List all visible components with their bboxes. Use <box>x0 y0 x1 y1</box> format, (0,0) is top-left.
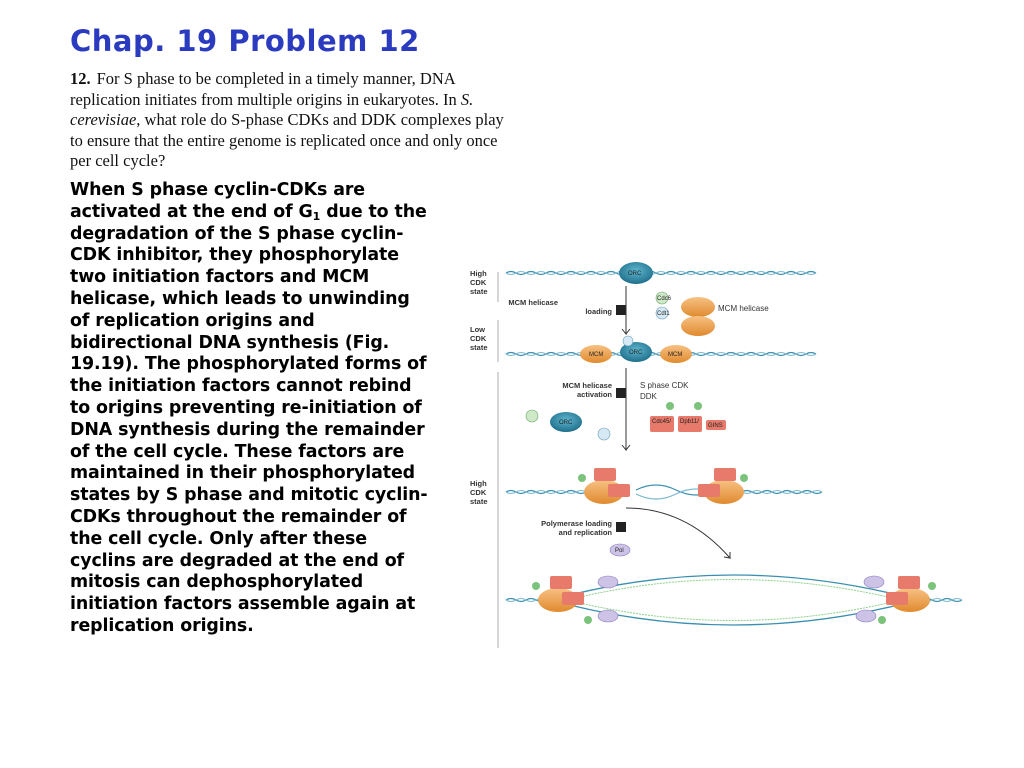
dna-strand <box>505 270 817 276</box>
mcm-shape <box>660 345 692 363</box>
orc-released <box>550 412 582 432</box>
answer-text: When S phase cyclin-CDKs are activated a… <box>70 180 432 638</box>
dna-strand <box>505 484 823 500</box>
slide-title: Chap. 19 Problem 12 <box>70 24 420 58</box>
mcm-label-left: MCM <box>589 352 603 358</box>
question-number: 12. <box>70 69 91 88</box>
phosphate-icon <box>878 616 886 624</box>
dpb11-sld2-box <box>608 484 630 497</box>
arrow-curve <box>625 507 732 559</box>
kinase-s-phase-cdk: S phase CDK <box>640 381 689 390</box>
state-high-1-line2: CDK <box>470 278 487 287</box>
orc-label: ORC <box>628 271 642 277</box>
polymerase-blob <box>609 543 631 557</box>
step1-number-box <box>616 305 626 315</box>
step3-number: 3 <box>619 526 623 532</box>
arrow-down <box>621 368 631 452</box>
answer-part2: due to the degradation of the S phase cy… <box>70 201 428 636</box>
phosphate-icon <box>666 402 674 410</box>
dpb11-sld2-box <box>678 416 702 432</box>
state-high-2-line3: state <box>470 497 488 506</box>
dpb11-sld2-box <box>562 592 584 605</box>
problem-question: 12.For S phase to be completed in a time… <box>70 69 510 172</box>
phosphate-icon <box>928 582 936 590</box>
orc-complex <box>620 342 652 362</box>
dpb11-sld2-box <box>698 484 720 497</box>
mcm-helicase-shape <box>681 297 715 317</box>
step2-number: 2 <box>619 392 623 398</box>
state-low-line1: Low <box>470 325 485 334</box>
cdt1-label: Cdt1 <box>657 311 670 317</box>
phosphate-icon <box>532 582 540 590</box>
orc-label: ORC <box>559 420 573 426</box>
phosphate-icon <box>578 474 586 482</box>
polymerase-blob <box>855 609 877 623</box>
step1-label-line1: MCM helicase <box>508 298 558 307</box>
phosphate-icon <box>740 474 748 482</box>
mcm-label-right: MCM <box>668 352 682 358</box>
cdc45-sld3-box <box>650 416 674 432</box>
step3-number-box <box>616 522 626 532</box>
state-high-1-line3: state <box>470 287 488 296</box>
cdt1-blob <box>622 335 634 347</box>
step1-number: 1 <box>619 309 623 315</box>
mcm-helicase-shape <box>681 316 715 336</box>
orc-label: ORC <box>629 350 643 356</box>
dpb11-label: Dpb11/ <box>680 419 699 425</box>
step3-label-line1: Polymerase loading <box>541 519 612 528</box>
gins-box <box>706 420 726 430</box>
step2-label-line1: MCM helicase <box>562 381 612 390</box>
arrow-down <box>621 286 631 336</box>
step3-label-line2: and replication <box>559 528 613 537</box>
cdc6-label: Cdc6 <box>657 296 672 302</box>
kinase-ddk: DDK <box>640 392 658 401</box>
cdc45-sld3-box <box>594 468 616 481</box>
replication-figure: High CDK state Low CDK state High CDK st… <box>462 256 982 648</box>
polymerase-blob <box>597 575 619 589</box>
state-low-line3: state <box>470 343 488 352</box>
dpb11-sld2-box <box>886 592 908 605</box>
g1-subscript: 1 <box>312 209 321 223</box>
cdc45-label: Cdc45/ <box>652 419 671 425</box>
cdc6-blob <box>655 291 669 305</box>
mcm-helicase-label: MCM helicase <box>718 304 769 313</box>
cdc45-sld3-box <box>898 576 920 589</box>
step2-number-box <box>616 388 626 398</box>
pol-label: Pol <box>615 548 624 554</box>
step1-label-line2: loading <box>585 307 612 316</box>
polymerase-blob <box>597 609 619 623</box>
step2-label-line2: activation <box>577 390 612 399</box>
mcm-shape <box>580 345 612 363</box>
cdc45-sld3-box <box>714 468 736 481</box>
cdc45-sld3-box <box>550 576 572 589</box>
answer-part1: When S phase cyclin-CDKs are activated a… <box>70 180 365 222</box>
question-text-part2: , what role do S-phase CDKs and DDK comp… <box>70 110 504 170</box>
polymerase-blob <box>863 575 885 589</box>
gins-label: GINS <box>708 423 723 429</box>
question-text-part1: For S phase to be completed in a timely … <box>70 69 461 109</box>
state-high-1-line1: High <box>470 269 487 278</box>
state-high-2-line1: High <box>470 479 487 488</box>
species-name: S. cerevisiae <box>70 89 474 130</box>
state-high-2-line2: CDK <box>470 488 487 497</box>
phosphate-icon <box>584 616 592 624</box>
cdt1-blob <box>597 427 611 441</box>
figure-svg: High CDK state Low CDK state High CDK st… <box>470 262 963 648</box>
orc-complex <box>619 262 653 284</box>
cdc6-blob <box>525 409 539 423</box>
phosphate-icon <box>694 402 702 410</box>
cdt1-blob <box>655 306 669 320</box>
state-low-line2: CDK <box>470 334 487 343</box>
